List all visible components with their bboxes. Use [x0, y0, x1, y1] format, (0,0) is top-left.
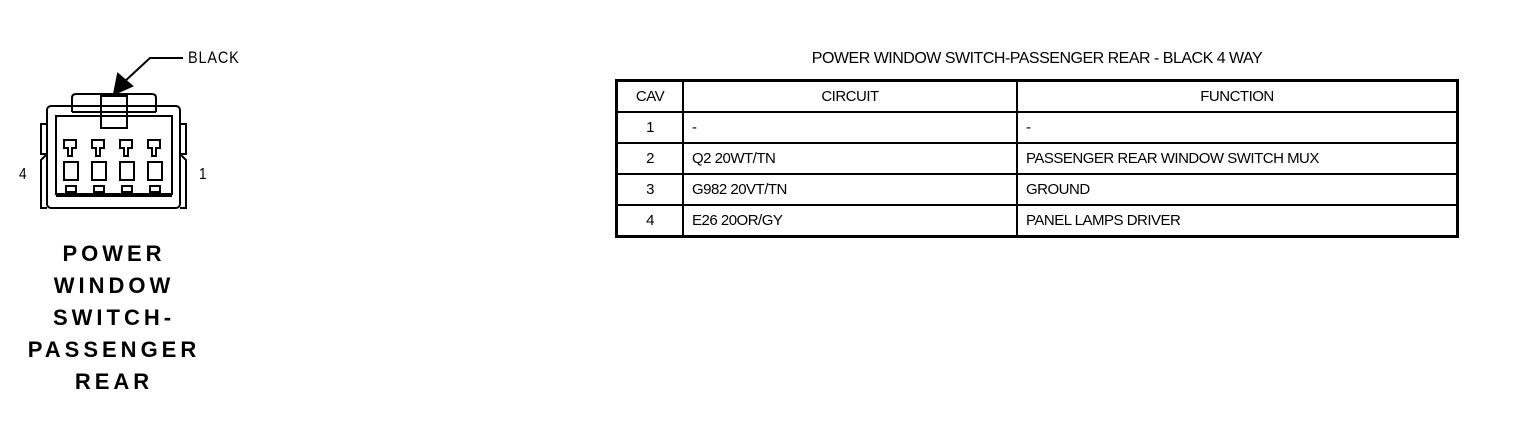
terminal-4 [63, 139, 79, 193]
table-title: POWER WINDOW SWITCH-PASSENGER REAR - BLA… [811, 50, 1263, 67]
pin-number-right: 1 [199, 166, 208, 183]
circuit-cell: E26 20OR/GY [682, 204, 1018, 238]
color-leader [112, 57, 183, 96]
inner-cavity [55, 115, 173, 195]
right-latch [180, 123, 187, 155]
table-row: 3 G982 20VT/TN GROUND [615, 173, 1459, 206]
connector-title-line: REAR [74, 369, 154, 394]
header-circuit: CIRCUIT [682, 79, 1018, 113]
terminal-3 [91, 139, 107, 193]
function-cell: PASSENGER REAR WINDOW SWITCH MUX [1016, 142, 1459, 175]
left-latch [40, 123, 47, 155]
table-header-row: CAV CIRCUIT FUNCTION [615, 79, 1459, 113]
table-row: 2 Q2 20WT/TN PASSENGER REAR WINDOW SWITC… [615, 142, 1459, 175]
connector-diagram [40, 57, 187, 209]
function-cell: GROUND [1016, 173, 1459, 206]
circuit-cell: G982 20VT/TN [682, 173, 1018, 206]
left-flange [40, 153, 48, 209]
cav-cell: 3 [615, 173, 684, 206]
terminal-1 [147, 139, 163, 193]
right-flange [179, 153, 187, 209]
cav-cell: 4 [615, 204, 684, 238]
table-row: 4 E26 20OR/GY PANEL LAMPS DRIVER [615, 204, 1459, 238]
connector-body [46, 105, 181, 209]
lock-tab [100, 95, 128, 129]
function-cell: PANEL LAMPS DRIVER [1016, 204, 1459, 238]
connector-title-line: PASSENGER [27, 337, 201, 362]
connector-title: POWER WINDOW SWITCH- PASSENGER REAR [0, 238, 228, 398]
connector-title-line: POWER WINDOW [53, 241, 175, 298]
cav-cell: 1 [615, 111, 684, 144]
pinout-table: CAV CIRCUIT FUNCTION 1 - - 2 Q2 20WT/TN … [615, 79, 1459, 238]
circuit-cell: Q2 20WT/TN [682, 142, 1018, 175]
function-cell: - [1016, 111, 1459, 144]
header-function: FUNCTION [1016, 79, 1459, 113]
connector-color-label: BLACK [188, 48, 240, 67]
header-cav: CAV [615, 79, 684, 113]
terminal-2 [119, 139, 135, 193]
connector-title-line: SWITCH- [52, 305, 176, 330]
cav-cell: 2 [615, 142, 684, 175]
pin-number-left: 4 [19, 166, 28, 183]
table-row: 1 - - [615, 111, 1459, 144]
circuit-cell: - [682, 111, 1018, 144]
